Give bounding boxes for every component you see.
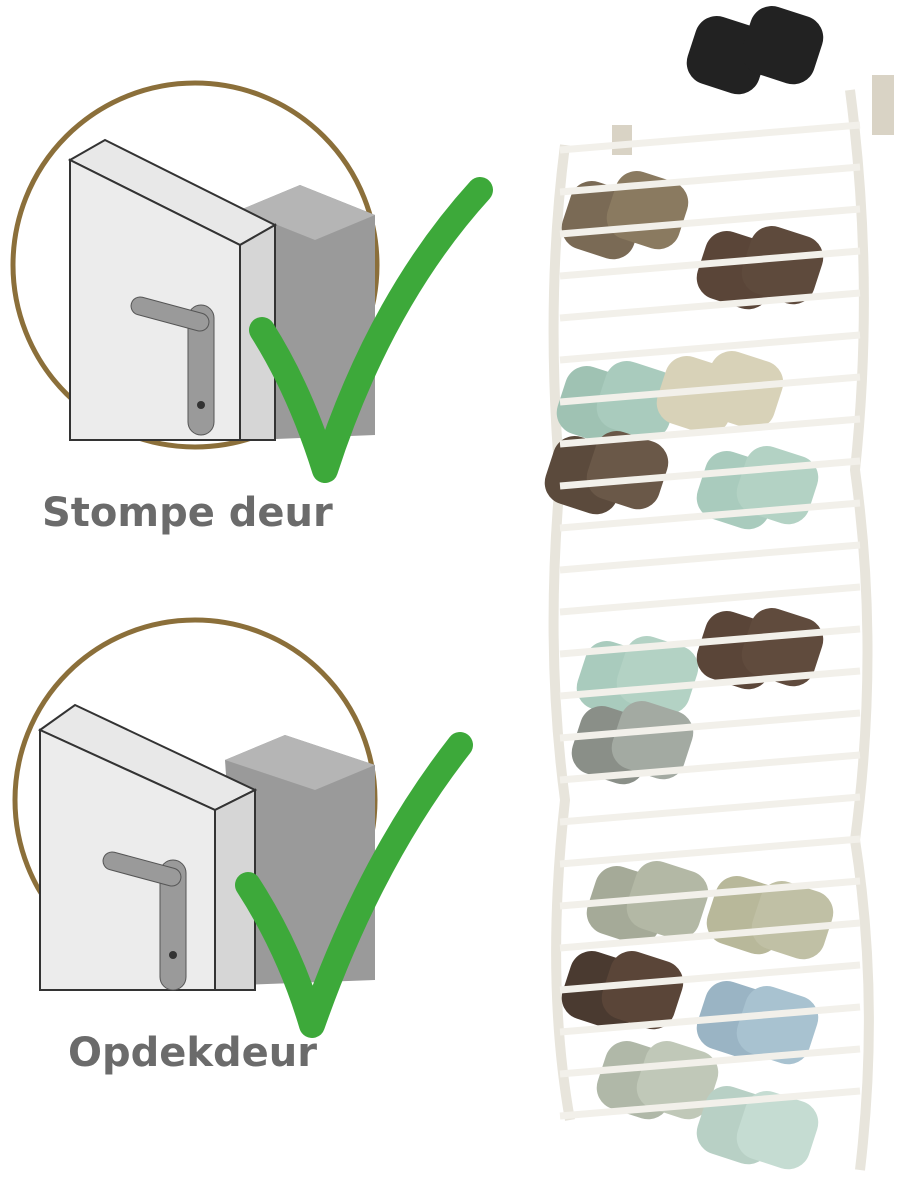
rack-bar — [559, 583, 861, 616]
door-handle — [102, 851, 182, 887]
rack-bar — [559, 457, 861, 490]
rack-bar — [559, 625, 861, 658]
rack-bar — [559, 667, 861, 700]
rack-bar — [559, 1003, 861, 1036]
rack-bar — [559, 163, 861, 196]
keyhole-icon — [169, 951, 177, 959]
rack-bar — [559, 751, 861, 784]
rack-bar — [559, 289, 861, 322]
overlay-door-illustration — [12, 617, 473, 1038]
shoe — [616, 636, 699, 715]
door-hook — [872, 75, 894, 135]
shoe — [601, 951, 684, 1030]
rack-bar — [559, 373, 861, 406]
rack-bar — [559, 709, 861, 742]
option-label-flush-door: Stompe deur — [42, 490, 333, 536]
checkmark-icon — [235, 732, 473, 1038]
shoe — [741, 608, 824, 687]
door-handle — [130, 296, 210, 332]
rack-bar — [559, 877, 861, 910]
rack-bar — [559, 121, 861, 154]
checkmark-icon — [249, 177, 493, 483]
rack-bar — [559, 919, 861, 952]
flush-door-illustration — [10, 80, 493, 483]
rack-bar — [559, 961, 861, 994]
shoe — [736, 1091, 819, 1170]
shoe — [611, 701, 694, 780]
rack-bar — [559, 415, 861, 448]
shoe — [586, 431, 669, 510]
rack-bar — [559, 1087, 861, 1120]
rack-bar — [559, 835, 861, 868]
shoe-rack-image — [544, 6, 894, 1171]
rack-right-frame — [845, 89, 874, 1171]
rack-bar — [559, 793, 861, 826]
shoe — [596, 361, 679, 440]
keyhole-icon — [197, 401, 205, 409]
shoe — [751, 881, 834, 960]
rack-left-frame — [548, 144, 575, 1121]
option-label-overlay-door: Opdekdeur — [68, 1030, 317, 1076]
shoe — [741, 6, 824, 85]
rack-bar — [559, 499, 861, 532]
rack-bar — [559, 205, 861, 238]
door-handle-plate — [187, 304, 215, 436]
shoe — [741, 226, 824, 305]
rack-bar — [559, 541, 861, 574]
rack-bar — [559, 1045, 861, 1078]
rack-bar — [559, 331, 861, 364]
shoe — [736, 986, 819, 1065]
door-hook — [612, 125, 632, 155]
rack-bar — [559, 247, 861, 280]
